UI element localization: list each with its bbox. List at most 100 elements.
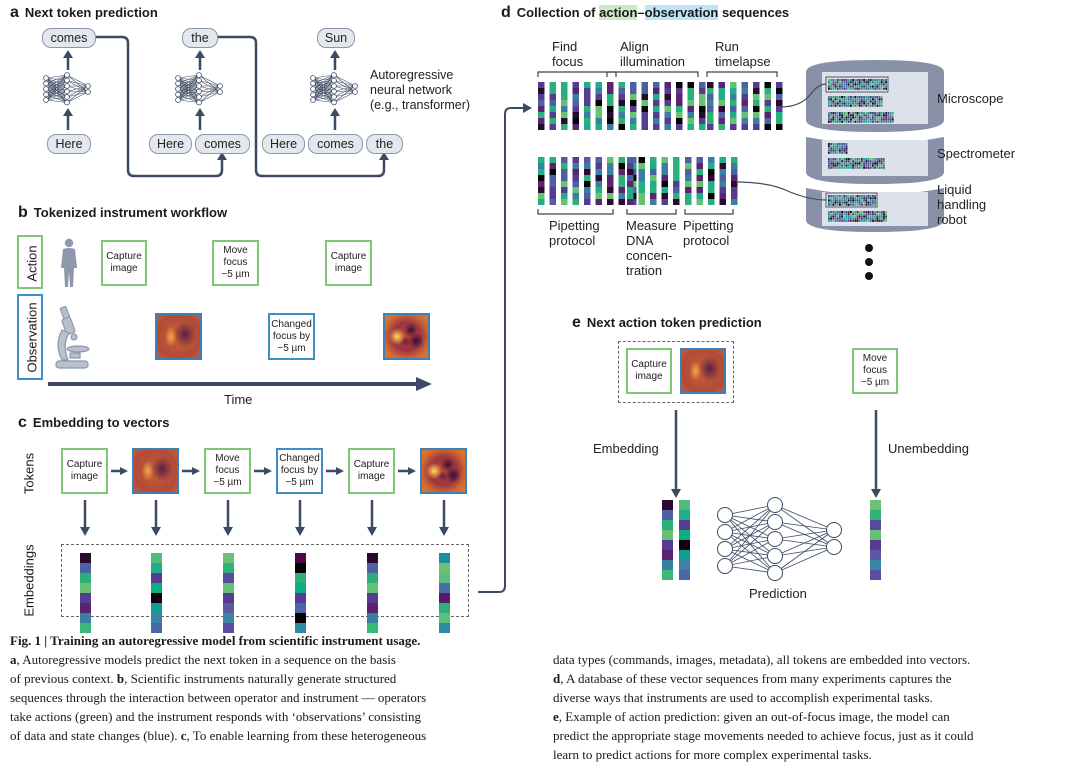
sequence-cell (627, 169, 634, 175)
sequence-cell (549, 88, 556, 94)
sequence-cell (607, 106, 614, 112)
sequence-cell (699, 88, 706, 94)
embedding-cell (367, 563, 378, 573)
token-text: Changed (271, 318, 312, 330)
caption-text: diverse ways that instruments are used t… (553, 690, 933, 705)
embedding-cell (662, 500, 673, 510)
embedding-cell (439, 593, 450, 603)
network-edge (724, 555, 776, 567)
embedding-cell (80, 593, 91, 603)
input-embedding-vector (662, 500, 673, 580)
embedding-cell (870, 500, 881, 510)
sequence-cell (696, 163, 703, 169)
sequence-cell (661, 175, 668, 181)
token-text: −5 µm (213, 477, 242, 488)
embedding-cell (80, 553, 91, 563)
network-edge (724, 504, 776, 550)
sequence-cell (661, 193, 668, 199)
sequence-cell (538, 100, 545, 106)
sequence-cell (630, 124, 637, 130)
token-text: −5 µm (860, 377, 890, 388)
sequence-cell (730, 118, 737, 124)
sequence-cell (676, 82, 683, 88)
sequence-cell (687, 100, 694, 106)
sequence-cell (650, 157, 657, 163)
embedding-vector (80, 553, 91, 633)
caption-text: , Scientific instruments naturally gener… (124, 671, 397, 686)
group-label-line: Align (620, 39, 649, 54)
sequence-cell (653, 118, 660, 124)
sequence-cell (676, 106, 683, 112)
sequence-cell (638, 163, 645, 169)
c-to-d-connector (478, 103, 532, 593)
sequence-cell (584, 112, 591, 118)
sequence-cell (561, 118, 568, 124)
embedding-cell (679, 560, 690, 570)
embedding-cell (295, 613, 306, 623)
sequence-cell (561, 169, 568, 175)
sequence-cell (708, 175, 715, 181)
group-label-line: DNA (626, 233, 654, 248)
embedding-cell (367, 593, 378, 603)
sequence-cell (561, 163, 568, 169)
sequence-cell (699, 118, 706, 124)
row-label-action: Action (17, 235, 43, 289)
sequence-cell (685, 193, 692, 199)
embedding-cell (870, 520, 881, 530)
sequence-pipetting-protocol (685, 157, 738, 205)
caption-line: diverse ways that instruments are used t… (553, 688, 1078, 707)
group-bracket (626, 209, 677, 215)
caption-line: data types (commands, images, metadata),… (553, 650, 1078, 669)
sequence-cell (630, 112, 637, 118)
caption-text: learn to predict actions for more comple… (553, 747, 872, 762)
sequence-cell (561, 181, 568, 187)
sequence-cell (731, 193, 738, 199)
sequence-cell (595, 118, 602, 124)
db-sequence (828, 96, 883, 107)
sequence-cell (650, 163, 657, 169)
sequence-align-illumination (607, 82, 706, 130)
token-text: focus (863, 365, 887, 376)
feedback-connector (218, 35, 386, 178)
embedding-cell (295, 553, 306, 563)
db-sequence (828, 112, 894, 123)
token-text: image (110, 263, 138, 274)
embedding-vector (367, 553, 378, 633)
sequence-cell (618, 181, 625, 187)
token-image-in-focus (420, 448, 467, 494)
sequence-cell (696, 181, 703, 187)
sequence-cell (719, 163, 726, 169)
sequence-cell (584, 187, 591, 193)
sequence-cell (708, 169, 715, 175)
title-action-highlight: action (599, 5, 638, 20)
sequence-cell (731, 181, 738, 187)
panel-title-text: Next action token prediction (586, 315, 762, 330)
sequence-cell (584, 88, 591, 94)
token-pill-output: the (182, 28, 218, 48)
embedding-cell (870, 530, 881, 540)
sequence-cell (538, 193, 545, 199)
token-text: focus by (272, 330, 311, 342)
sequence-cell (741, 106, 748, 112)
sequence-cell (584, 94, 591, 100)
sequence-cell (549, 157, 556, 163)
embedding-cell (662, 540, 673, 550)
embedding-cell (80, 563, 91, 573)
arrow-head (217, 152, 227, 160)
token-text: image (635, 371, 663, 382)
sequence-cell (595, 163, 602, 169)
db-label-spectrometer: Spectrometer (937, 146, 1016, 161)
embedding-cell (679, 550, 690, 560)
arrow-head (295, 527, 305, 536)
sequence-cell (699, 82, 706, 88)
token-pill-input: the (366, 134, 403, 154)
sequence-cell (741, 94, 748, 100)
embedding-cell (223, 593, 234, 603)
sequence-cell (699, 106, 706, 112)
sequence-cell (687, 82, 694, 88)
sequence-cell (595, 169, 602, 175)
sequence-cell (776, 88, 783, 94)
sequence-cell (753, 124, 760, 130)
